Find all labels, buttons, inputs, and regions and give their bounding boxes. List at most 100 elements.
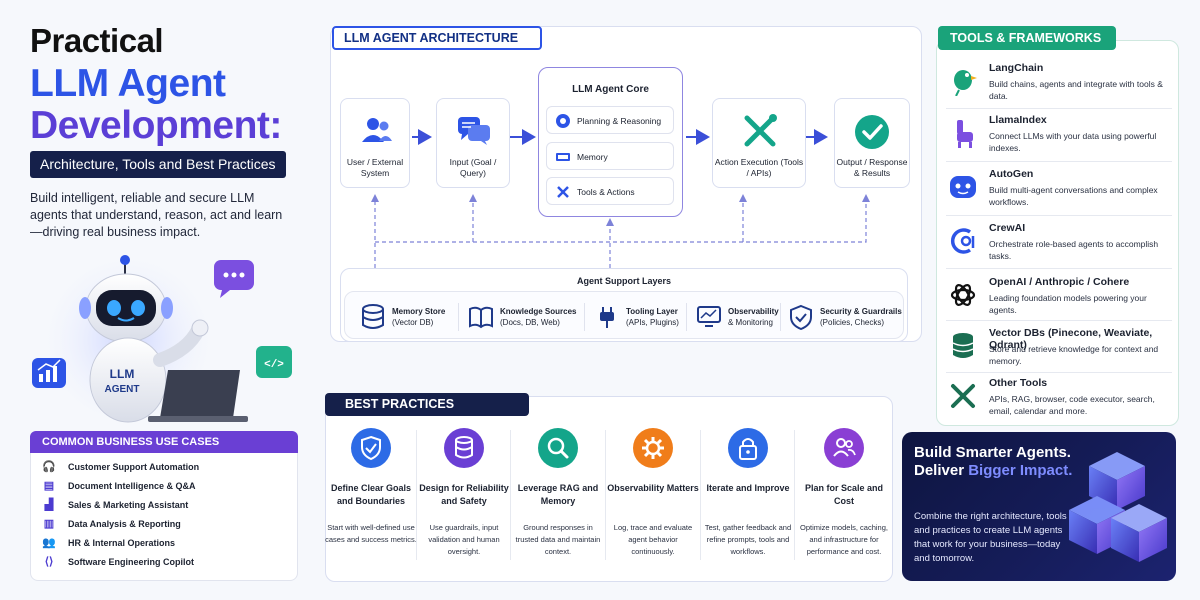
divider [510, 430, 511, 560]
tool-name: Other Tools [989, 377, 1048, 389]
use-case-label: Document Intelligence & Q&A [68, 481, 196, 491]
practice-description: Log, trace and evaluate agent behavior c… [613, 523, 693, 556]
node-output-label: Output / Response & Results [836, 157, 908, 178]
use-cases-title: COMMON BUSINESS USE CASES [30, 431, 298, 453]
use-cases-list: 🎧 Customer Support Automation ▤ Document… [30, 458, 298, 578]
tool-langchain: LangChain Build chains, agents and integ… [946, 62, 1172, 114]
divider [605, 430, 606, 560]
node-input-label: Input (Goal / Query) [449, 157, 497, 178]
node-user: User / External System [340, 98, 410, 188]
llama-icon [957, 120, 973, 148]
best-practices-title: BEST PRACTICES [325, 393, 529, 416]
core-item-memory: Memory [546, 142, 674, 170]
database-icon [444, 428, 484, 468]
code-tile-icon: </> [264, 359, 284, 371]
node-action: Action Execution (Tools / APIs) [712, 98, 806, 188]
divider [780, 303, 781, 331]
use-case-label: HR & Internal Operations [68, 538, 176, 548]
layer-detail: (Docs, DB, Web) [500, 318, 560, 327]
practice-description: Start with well-defined use cases and su… [325, 523, 417, 544]
openai-icon [950, 284, 976, 306]
tool-crewai: CrewAI Orchestrate role-based agents to … [946, 222, 1172, 274]
tool-description: Build multi-agent conversations and comp… [989, 185, 1158, 207]
database-icon [952, 333, 974, 358]
practice-title: Define Clear Goals and Boundaries [330, 483, 412, 506]
practice-title: Design for Reliability and Safety [419, 483, 509, 506]
search-icon [538, 428, 578, 468]
robot-label-agent: AGENT [105, 384, 140, 395]
node-user-label: User / External System [346, 157, 404, 178]
tool-description: Connect LLMs with your data using powerf… [989, 131, 1157, 153]
tool-description: Build chains, agents and integrate with … [989, 79, 1163, 101]
practice-description: Ground responses in trusted data and mai… [515, 523, 601, 556]
core-item-label: Planning & Reasoning [577, 116, 662, 126]
layer-memory-store: Memory Store(Vector DB) [360, 301, 445, 333]
tool-name: Vector DBs (Pinecone, Weaviate, Qdrant) [989, 327, 1153, 351]
cubes-illustration [1069, 452, 1167, 562]
lock-icon [728, 428, 768, 468]
use-case-label: Sales & Marketing Assistant [68, 500, 189, 510]
book-icon [469, 306, 493, 329]
divider [946, 320, 1172, 321]
monitor-icon [697, 306, 721, 327]
node-output: Output / Response & Results [834, 98, 910, 188]
practice-title: Plan for Scale and Cost [804, 483, 884, 506]
divider [700, 430, 701, 560]
divider [584, 303, 585, 331]
memory-chip-icon [556, 153, 570, 161]
divider [946, 108, 1172, 109]
code-icon: ⟨⟩ [44, 556, 54, 568]
practice-scale: Plan for Scale and Cost Optimize models,… [798, 424, 890, 558]
robot-illustration: LLM AGENT </> [28, 250, 303, 425]
divider [458, 303, 459, 331]
cta-body: Combine the right architecture, tools an… [914, 511, 1067, 564]
document-icon: ▤ [43, 480, 55, 492]
layer-name: Security & Guardrails [820, 307, 902, 316]
tool-name: LangChain [989, 62, 1044, 74]
check-circle-icon [855, 115, 889, 149]
divider [946, 215, 1172, 216]
support-dashed-lines [374, 198, 867, 268]
practice-description: Optimize models, caching, and infrastruc… [800, 523, 888, 556]
practice-description: Use guardrails, input validation and hum… [428, 523, 500, 556]
practice-title: Observability Matters [607, 483, 699, 493]
tool-name: OpenAI / Anthropic / Cohere [989, 276, 1130, 288]
shield-check-icon [790, 304, 812, 330]
tool-description: Store and retrieve knowledge for context… [989, 344, 1159, 366]
use-case-label: Data Analysis & Reporting [68, 519, 181, 529]
practice-reliability: Design for Reliability and Safety Use gu… [418, 424, 510, 558]
divider [946, 161, 1172, 162]
practice-observability: Observability Matters Log, trace and eva… [607, 424, 699, 558]
layer-observability: Observability& Monitoring [696, 301, 779, 333]
hero-description: Build intelligent, reliable and secure L… [30, 191, 283, 239]
practice-iterate: Iterate and Improve Test, gather feedbac… [702, 424, 794, 558]
tools-icon [951, 384, 975, 408]
tool-name: LlamaIndex [989, 114, 1047, 126]
parrot-icon [954, 70, 977, 96]
tool-description: Orchestrate role-based agents to accompl… [989, 239, 1159, 261]
gear-icon [633, 428, 673, 468]
layer-name: Memory Store [392, 307, 446, 316]
divider [794, 430, 795, 560]
layer-name: Tooling Layer [626, 307, 678, 316]
core-item-label: Tools & Actions [577, 187, 635, 197]
layer-detail: (Policies, Checks) [820, 318, 885, 327]
robot-label-llm: LLM [110, 367, 135, 381]
chart-icon: ▟ [44, 499, 54, 511]
headset-icon: 🎧 [42, 461, 56, 473]
use-cases-panel [30, 431, 298, 581]
brain-icon [556, 114, 570, 128]
tool-vector-dbs: Vector DBs (Pinecone, Weaviate, Qdrant) … [946, 327, 1172, 379]
layer-tooling: Tooling Layer (APIs, Plugins) [594, 301, 679, 333]
cta-heading-line1: Build Smarter Agents. [914, 444, 1071, 461]
support-layers-title: Agent Support Layers [576, 276, 671, 286]
database-icon [362, 304, 384, 329]
layer-name: Knowledge Sources [500, 307, 577, 316]
cta-heading-line2: Deliver Bigger Impact. [914, 462, 1072, 479]
use-case-item: ⟨⟩ Software Engineering Copilot [42, 553, 194, 571]
tool-description: APIs, RAG, browser, code executor, searc… [989, 394, 1155, 416]
bot-icon [950, 176, 976, 198]
layer-detail: (APIs, Plugins) [626, 318, 679, 327]
tools-panel [936, 40, 1179, 426]
architecture-connectors [371, 129, 870, 268]
